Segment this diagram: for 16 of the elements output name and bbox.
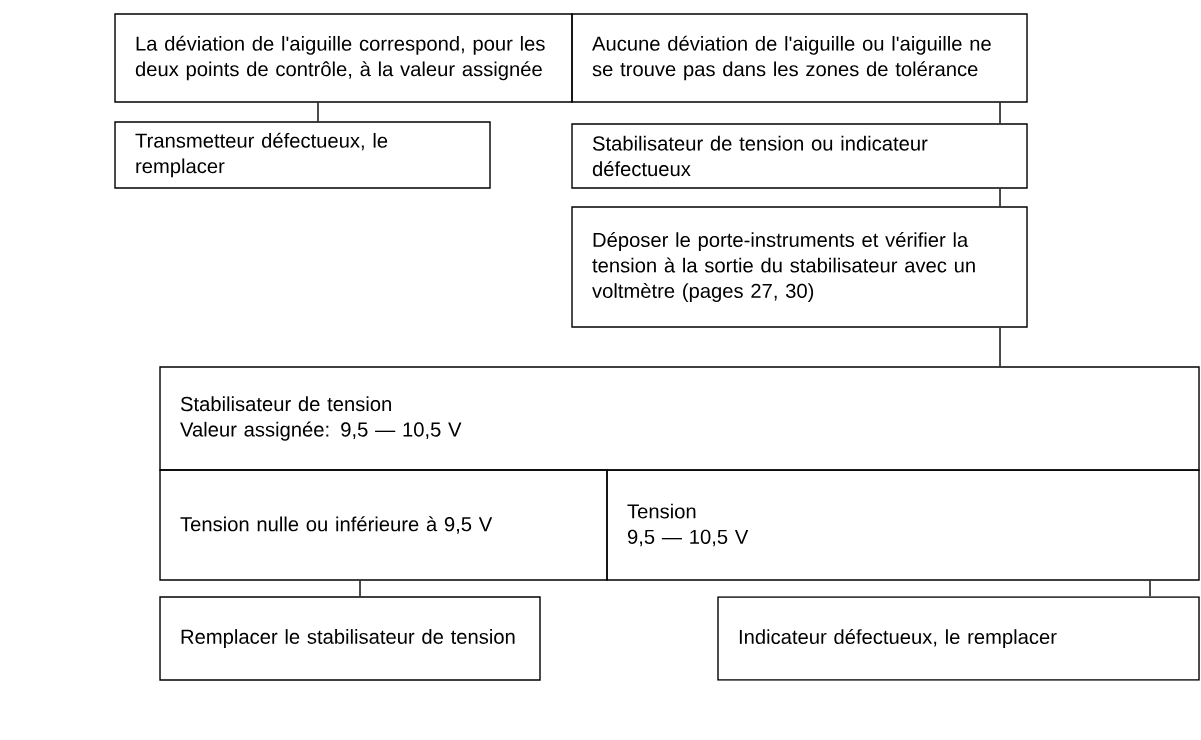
process-box: Déposer le porte-instruments et vérifier la tension à la sortie du stabilisateur avec un voltmètre (pages 27, 30) — [571, 206, 1028, 328]
connector-line — [999, 327, 1001, 367]
connector-line — [317, 102, 319, 122]
connector-line — [999, 188, 1001, 207]
process-box: Stabilisateur de tension ou indicateur défectueux — [571, 123, 1028, 189]
connector-line — [999, 102, 1001, 124]
process-box: Tension nulle ou inférieure à 9,5 V — [159, 469, 608, 581]
process-box: Stabilisateur de tension Valeur assignée: 9,5 — 10,5 V — [159, 366, 1200, 471]
connector-line — [359, 580, 361, 597]
connector-line — [1149, 580, 1151, 597]
process-box: Indicateur défectueux, le remplacer — [717, 596, 1200, 681]
process-box: La déviation de l'aiguille correspond, pour les deux points de contrôle, à la valeur assignée — [114, 13, 573, 103]
process-box: Transmetteur défectueux, le remplacer — [114, 121, 491, 189]
process-box: Tension 9,5 — 10,5 V — [606, 469, 1200, 581]
process-box: Remplacer le stabilisateur de tension — [159, 596, 541, 681]
process-box: Aucune déviation de l'aiguille ou l'aiguille ne se trouve pas dans les zones de tolérance — [571, 13, 1028, 103]
